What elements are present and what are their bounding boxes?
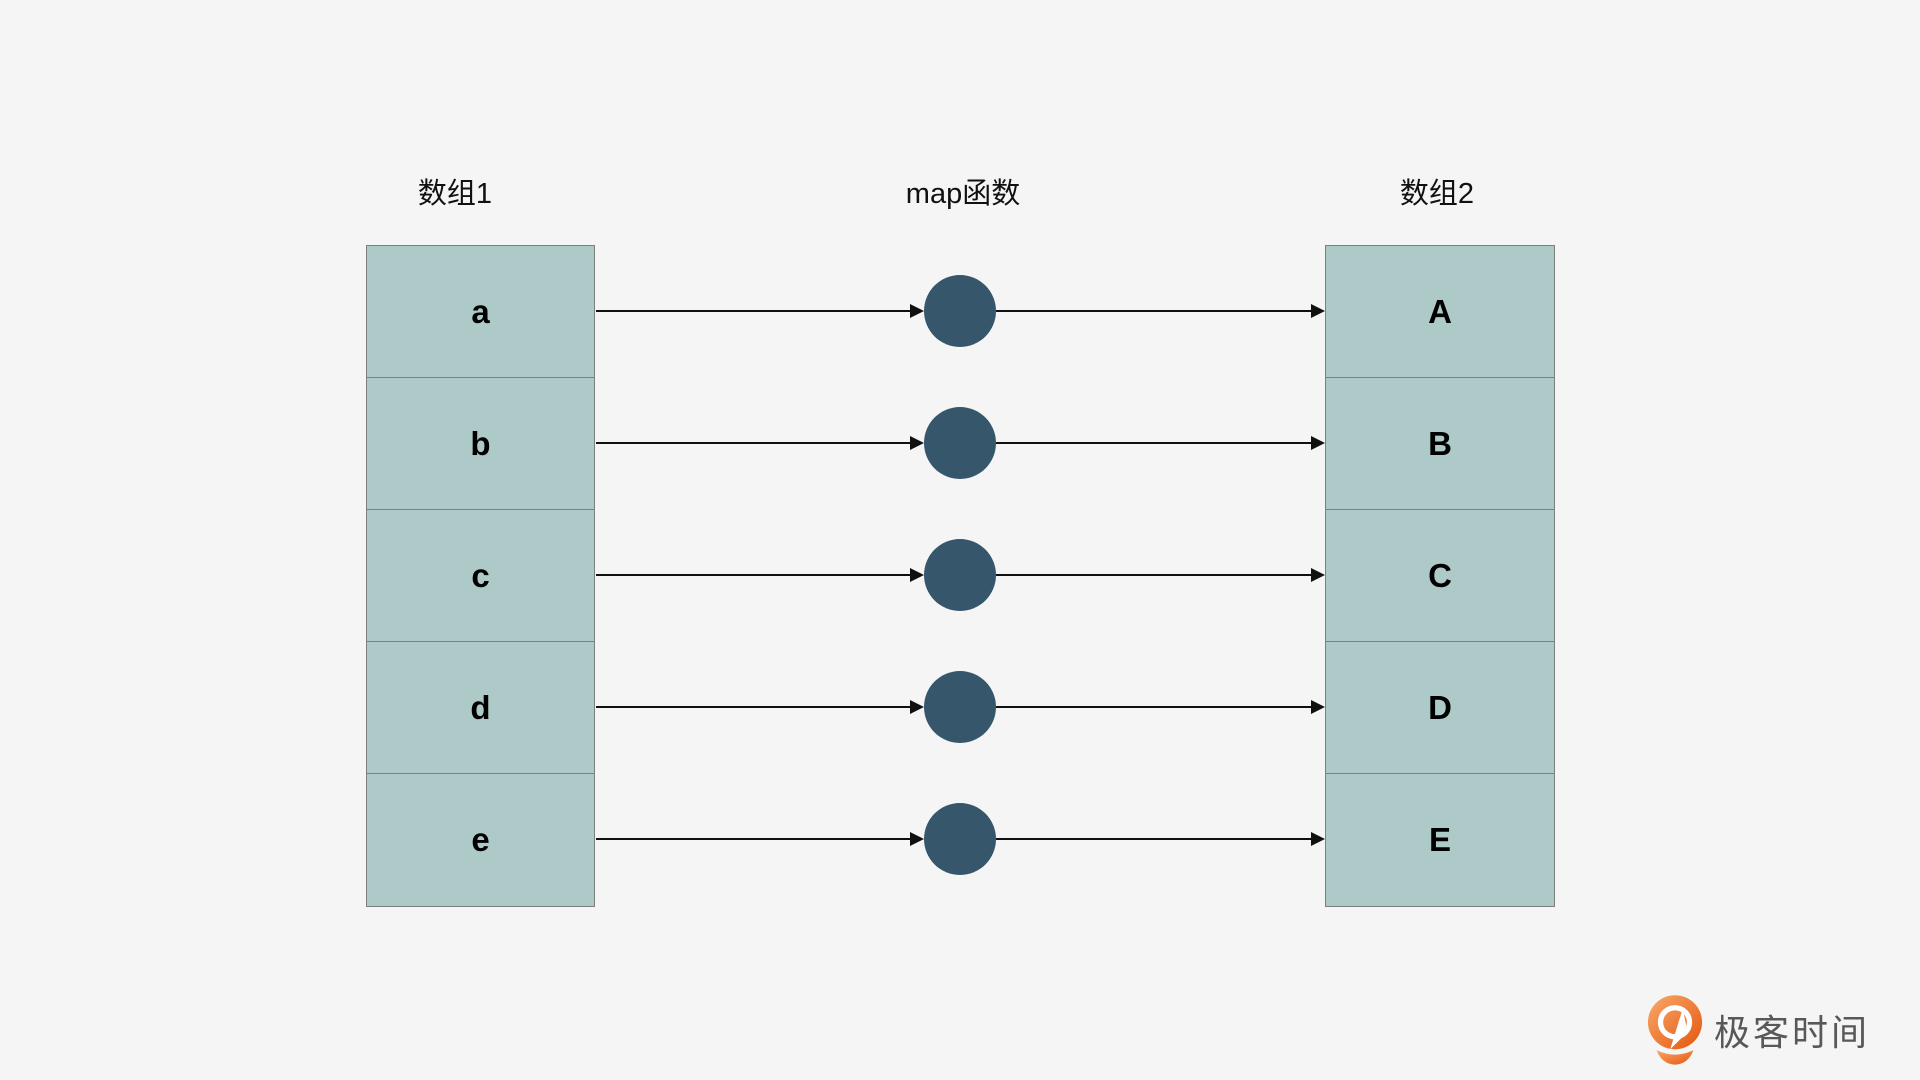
right-arrow-icon	[596, 304, 924, 318]
right-arrow-icon	[996, 304, 1325, 318]
map-function-node-icon	[924, 539, 996, 611]
right-arrow-icon	[996, 568, 1325, 582]
right-arrow-icon	[596, 832, 924, 846]
geektime-logo-text: 极客时间	[1714, 1012, 1871, 1053]
map-function-node-icon	[924, 803, 996, 875]
map-function-title: map函数	[905, 178, 1021, 210]
array1-title: 数组1	[417, 178, 493, 210]
array1-table: a b c d e	[366, 245, 595, 907]
array2-cell-e: E	[1326, 774, 1554, 906]
right-arrow-icon	[596, 436, 924, 450]
array2-table: A B C D E	[1325, 245, 1555, 907]
array1-cell-c: c	[367, 510, 594, 642]
array1-cell-a: a	[367, 246, 594, 378]
right-arrow-icon	[996, 436, 1325, 450]
right-arrow-icon	[996, 832, 1325, 846]
right-arrow-icon	[596, 700, 924, 714]
map-function-node-icon	[924, 671, 996, 743]
map-function-node-icon	[924, 275, 996, 347]
array1-cell-e: e	[367, 774, 594, 906]
map-function-node-icon	[924, 407, 996, 479]
array2-cell-a: A	[1326, 246, 1554, 378]
array1-cell-d: d	[367, 642, 594, 774]
array2-title: 数组2	[1399, 178, 1475, 210]
array2-cell-b: B	[1326, 378, 1554, 510]
array2-cell-d: D	[1326, 642, 1554, 774]
array1-cell-b: b	[367, 378, 594, 510]
geektime-logo: 极客时间	[1646, 994, 1870, 1066]
array2-cell-c: C	[1326, 510, 1554, 642]
right-arrow-icon	[996, 700, 1325, 714]
right-arrow-icon	[596, 568, 924, 582]
geektime-logo-icon	[1647, 995, 1703, 1065]
